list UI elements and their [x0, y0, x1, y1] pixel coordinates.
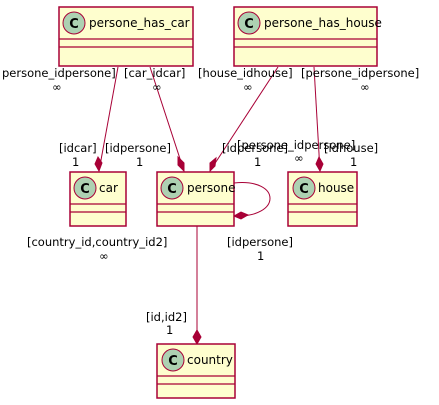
edge-phh-to-persone: [209, 66, 279, 173]
edge-persone-to-country: [192, 226, 202, 346]
class-persone[interactable]: C persone: [156, 171, 236, 227]
class-stereotype-letter: C: [299, 182, 309, 197]
class-name: persone_has_house: [264, 16, 382, 30]
edge-label: [idpersone]: [222, 141, 288, 155]
class-stereotype-icon: [161, 348, 185, 372]
edge-multiplicity: ∞: [243, 80, 253, 94]
edge-label: [idhouse]: [324, 141, 378, 155]
edge-phh-to-house: [313, 66, 324, 173]
class-name: house: [318, 181, 354, 195]
composition-diamond: [177, 155, 185, 173]
composition-diamond: [209, 156, 217, 173]
composition-diamond: [94, 155, 103, 173]
class-stereotype-icon: [237, 11, 261, 35]
edge-label: [house_idhouse]: [198, 66, 293, 80]
class-house[interactable]: C house: [287, 171, 358, 227]
edge-label: [idpersone]: [227, 235, 293, 249]
class-stereotype-icon: [62, 11, 86, 35]
class-country[interactable]: C country: [156, 343, 236, 399]
edge-multiplicity: 1: [166, 323, 173, 337]
class-stereotype-letter: C: [69, 17, 79, 32]
class-stereotype-letter: C: [80, 182, 90, 197]
class-name: persone: [187, 181, 236, 195]
edge-phc-to-car: [94, 66, 119, 173]
edge-multiplicity: ∞: [360, 80, 370, 94]
edge-multiplicity: ∞: [294, 151, 304, 165]
edge-label: [idpersone]: [105, 141, 171, 155]
composition-diamond: [192, 328, 202, 346]
class-name: country: [187, 353, 233, 367]
class-car[interactable]: C car: [69, 171, 127, 227]
class-stereotype-icon: [292, 176, 316, 200]
edge-multiplicity: 1: [254, 155, 261, 169]
edge-multiplicity: ∞: [52, 80, 62, 94]
class-name: car: [99, 181, 118, 195]
edge-label: [persone_idpersone]: [301, 66, 419, 80]
edge-persone-self: [232, 182, 271, 220]
class-persone-has-car[interactable]: C persone_has_car: [58, 6, 194, 67]
edge-label: [persone_idpersone]: [237, 138, 355, 152]
edge-label: [idcar]: [59, 141, 97, 155]
class-persone-has-house[interactable]: C persone_has_house: [233, 6, 382, 67]
class-stereotype-icon: [160, 176, 184, 200]
edge-multiplicity: 1: [136, 155, 143, 169]
edge-multiplicity: ∞: [152, 80, 162, 94]
composition-diamond: [232, 211, 250, 220]
edge-multiplicity: 1: [257, 249, 264, 263]
edge-multiplicity: 1: [350, 155, 357, 169]
class-stereotype-letter: C: [167, 182, 177, 197]
edge-multiplicity: ∞: [99, 249, 109, 263]
edge-phc-to-persone: [149, 66, 185, 173]
class-stereotype-icon: [73, 176, 97, 200]
edge-multiplicity: 1: [72, 155, 79, 169]
edge-label: [car_idcar]: [124, 66, 185, 80]
edge-label: persone_idpersone]: [2, 66, 116, 80]
class-name: persone_has_car: [89, 16, 190, 30]
class-stereotype-letter: C: [168, 354, 178, 369]
class-stereotype-letter: C: [244, 17, 254, 32]
edge-label: [id,id2]: [146, 310, 187, 324]
composition-diamond: [315, 155, 324, 173]
edge-label: [country_id,country_id2]: [27, 235, 167, 249]
